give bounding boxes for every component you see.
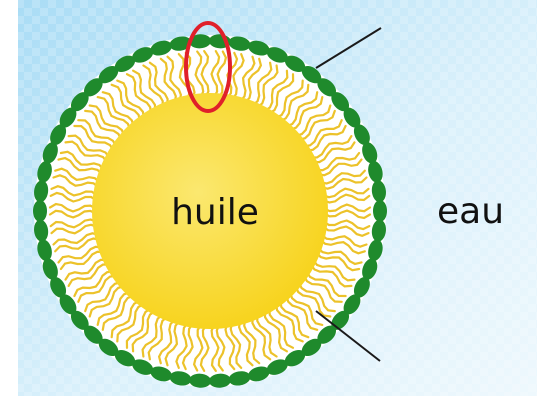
head-group <box>373 200 387 222</box>
water-label: eau <box>437 191 504 232</box>
head-group <box>33 200 47 222</box>
oil-label: huile <box>171 192 259 233</box>
